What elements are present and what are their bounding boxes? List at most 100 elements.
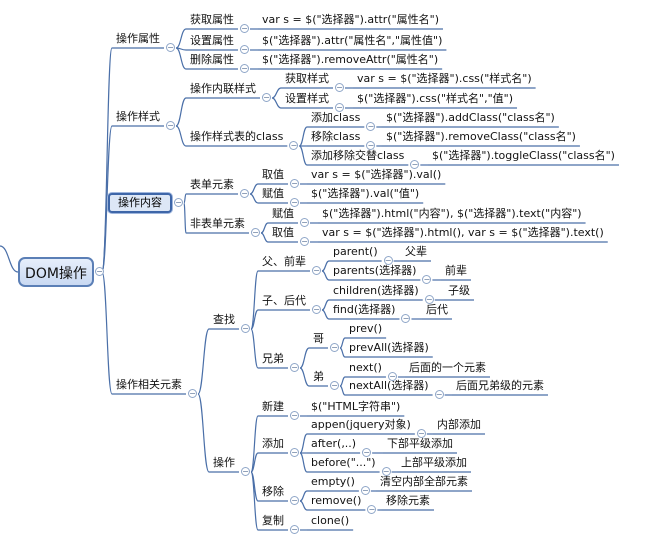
elem-add[interactable]: 添加: [262, 437, 284, 450]
attr-remove[interactable]: 删除属性: [190, 53, 234, 66]
elem-after-fn[interactable]: after(,..): [311, 437, 357, 450]
style-inline-set-code[interactable]: $("选择器").css("样式名","值"): [357, 92, 514, 105]
collapse-icon[interactable]: −: [166, 121, 175, 130]
elem-before-fn[interactable]: before("..."): [311, 456, 376, 469]
collapse-icon[interactable]: −: [290, 525, 299, 534]
content-nonform-get[interactable]: 取值: [272, 226, 294, 239]
collapse-icon[interactable]: −: [241, 324, 250, 333]
content-form-set[interactable]: 赋值: [262, 187, 284, 200]
collapse-icon[interactable]: −: [335, 83, 344, 92]
collapse-icon[interactable]: −: [262, 93, 271, 102]
style-remove-code[interactable]: $("选择器").removeClass("class名"): [386, 130, 576, 143]
style-class[interactable]: 操作样式表的class: [190, 130, 284, 143]
collapse-icon[interactable]: −: [366, 141, 376, 150]
style-toggle-code[interactable]: $("选择器").toggleClass("class名"): [432, 149, 615, 162]
elem-remove[interactable]: 移除: [262, 485, 284, 498]
elem-parents-fn[interactable]: parents(选择器): [333, 264, 417, 277]
collapse-icon[interactable]: −: [367, 505, 377, 514]
collapse-icon[interactable]: −: [240, 64, 249, 73]
collapse-icon[interactable]: −: [383, 256, 393, 265]
collapse-icon[interactable]: −: [362, 448, 372, 457]
content-form-set-code[interactable]: $("选择器").val("值"): [311, 187, 420, 200]
style-add-code[interactable]: $("选择器").addClass("class名"): [386, 111, 555, 124]
style-inline-set[interactable]: 设置样式: [285, 92, 329, 105]
elem-nextall-fn[interactable]: nextAll(选择器): [349, 379, 429, 392]
collapse-icon[interactable]: −: [290, 179, 299, 188]
content-nonform-get-code[interactable]: var s = $("选择器").html(), var s = $("选择器"…: [322, 226, 604, 239]
elem-clone-fn[interactable]: clone(): [311, 514, 350, 527]
elem-prev-fn[interactable]: prev(): [349, 322, 383, 335]
attr-get[interactable]: 获取属性: [190, 13, 234, 26]
elem-remove-fn[interactable]: remove(): [311, 494, 362, 507]
elem-op[interactable]: 操作: [213, 456, 235, 469]
collapse-icon[interactable]: −: [330, 381, 339, 390]
elem-find[interactable]: 查找: [213, 313, 235, 326]
collapse-icon[interactable]: −: [424, 295, 434, 304]
content-form-get[interactable]: 取值: [262, 168, 284, 181]
elem-sibling[interactable]: 兄弟: [262, 352, 284, 365]
collapse-icon[interactable]: −: [416, 429, 426, 438]
collapse-icon[interactable]: −: [335, 103, 344, 112]
elem-find-fn[interactable]: find(选择器): [333, 303, 396, 316]
elem-child[interactable]: 子、后代: [262, 294, 306, 307]
elem-next-fn[interactable]: next(): [349, 361, 382, 374]
collapse-icon[interactable]: −: [290, 496, 299, 505]
collapse-icon[interactable]: −: [290, 363, 299, 372]
attr-set-code[interactable]: $("选择器").attr("属性名","属性值"): [262, 34, 443, 47]
style-inline-get-code[interactable]: var s = $("选择器").css("样式名"): [357, 72, 532, 85]
collapse-icon[interactable]: −: [290, 411, 299, 420]
content-nonform[interactable]: 非表单元素: [190, 217, 245, 230]
collapse-icon[interactable]: −: [166, 43, 175, 52]
collapse-icon[interactable]: −: [366, 122, 376, 131]
collapse-icon[interactable]: −: [410, 160, 420, 169]
elem-append-fn[interactable]: appen(jquery对象): [311, 418, 411, 431]
collapse-icon[interactable]: −: [95, 267, 104, 276]
style-inline[interactable]: 操作内联样式: [190, 82, 256, 95]
collapse-icon[interactable]: −: [289, 141, 299, 150]
elem-parent[interactable]: 父、前辈: [262, 255, 306, 268]
collapse-icon[interactable]: −: [240, 189, 249, 198]
style-inline-get[interactable]: 获取样式: [285, 72, 329, 85]
collapse-icon[interactable]: −: [422, 275, 432, 284]
style-remove[interactable]: 移除class: [311, 130, 361, 143]
collapse-icon[interactable]: −: [240, 45, 249, 54]
collapse-icon[interactable]: −: [300, 237, 309, 246]
collapse-icon[interactable]: −: [434, 390, 444, 399]
elem-prevall-fn[interactable]: prevAll(选择器): [349, 341, 429, 354]
group-attr[interactable]: 操作属性: [116, 32, 160, 45]
elem-empty-fn[interactable]: empty(): [311, 475, 355, 488]
collapse-icon[interactable]: −: [330, 343, 339, 352]
attr-remove-code[interactable]: $("选择器").removeAttr("属性名"): [262, 53, 439, 66]
elem-parent-fn[interactable]: parent(): [333, 245, 378, 258]
collapse-icon[interactable]: −: [241, 467, 250, 476]
style-toggle[interactable]: 添加移除交替class: [311, 149, 405, 162]
collapse-icon[interactable]: −: [240, 24, 249, 33]
group-elem[interactable]: 操作相关元素: [116, 378, 182, 391]
elem-children-fn[interactable]: children(选择器): [333, 284, 419, 297]
collapse-icon[interactable]: −: [251, 228, 260, 237]
collapse-icon[interactable]: −: [290, 448, 299, 457]
content-nonform-set[interactable]: 赋值: [272, 207, 294, 220]
collapse-icon[interactable]: −: [174, 198, 183, 207]
collapse-icon[interactable]: −: [387, 372, 397, 381]
elem-younger[interactable]: 弟: [313, 370, 324, 383]
style-add[interactable]: 添加class: [311, 111, 361, 124]
attr-set[interactable]: 设置属性: [190, 34, 234, 47]
collapse-icon[interactable]: −: [401, 314, 411, 323]
elem-elder[interactable]: 哥: [313, 332, 324, 345]
elem-create[interactable]: 新建: [262, 400, 284, 413]
collapse-icon[interactable]: −: [312, 266, 321, 275]
attr-get-code[interactable]: var s = $("选择器").attr("属性名"): [262, 13, 439, 26]
content-form-get-code[interactable]: var s = $("选择器").val(): [311, 168, 442, 181]
content-form[interactable]: 表单元素: [190, 178, 234, 191]
collapse-icon[interactable]: −: [290, 198, 299, 207]
collapse-icon[interactable]: −: [300, 218, 309, 227]
collapse-icon[interactable]: −: [188, 389, 197, 398]
root-node[interactable]: DOM操作: [18, 257, 94, 287]
content-nonform-set-code[interactable]: $("选择器").html("内容"), $("选择器").text("内容"): [322, 207, 582, 220]
collapse-icon[interactable]: −: [381, 467, 391, 476]
elem-create-code[interactable]: $("HTML字符串"): [311, 400, 401, 413]
elem-copy[interactable]: 复制: [262, 514, 284, 527]
group-content[interactable]: 操作内容: [108, 193, 172, 213]
collapse-icon[interactable]: −: [312, 305, 321, 314]
